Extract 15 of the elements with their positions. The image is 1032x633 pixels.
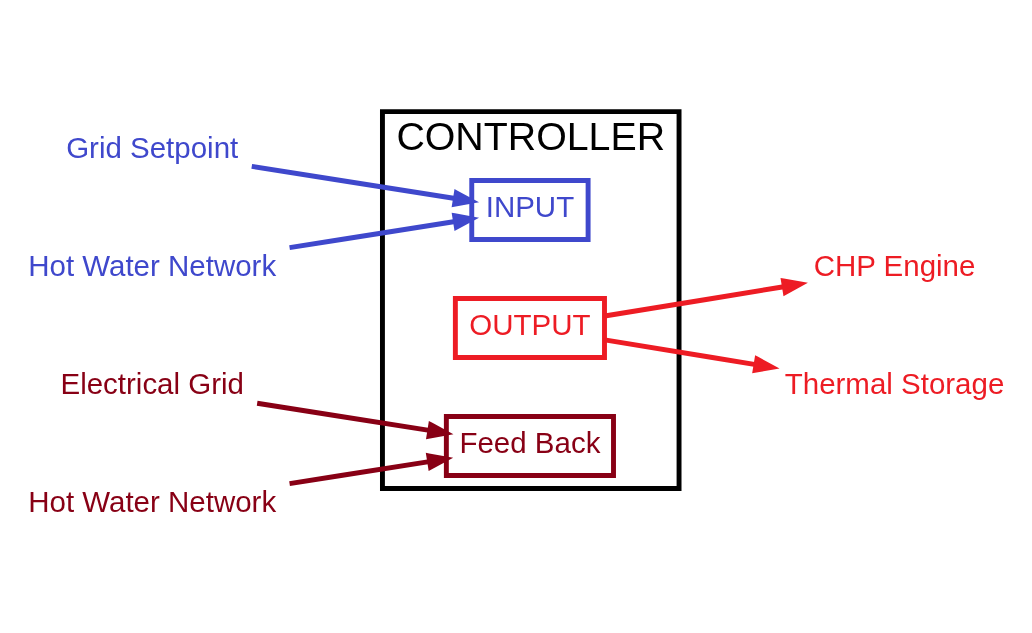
node-text: Hot Water Network — [28, 485, 277, 519]
arrow — [604, 278, 808, 319]
node-text: Thermal Storage — [784, 367, 1005, 401]
arrow — [256, 400, 454, 440]
node-text: Hot Water Network — [28, 249, 277, 283]
node-text: Grid Setpoint — [66, 131, 239, 165]
node-text: CHP Engine — [813, 249, 976, 283]
node-text: Electrical Grid — [60, 367, 244, 401]
arrow — [604, 337, 780, 374]
node-box: Feed Back — [443, 414, 616, 478]
node-box: INPUT — [469, 178, 591, 242]
arrow — [251, 164, 479, 208]
node-box: OUTPUT — [452, 296, 607, 360]
arrow — [289, 452, 454, 486]
arrow — [289, 212, 480, 251]
